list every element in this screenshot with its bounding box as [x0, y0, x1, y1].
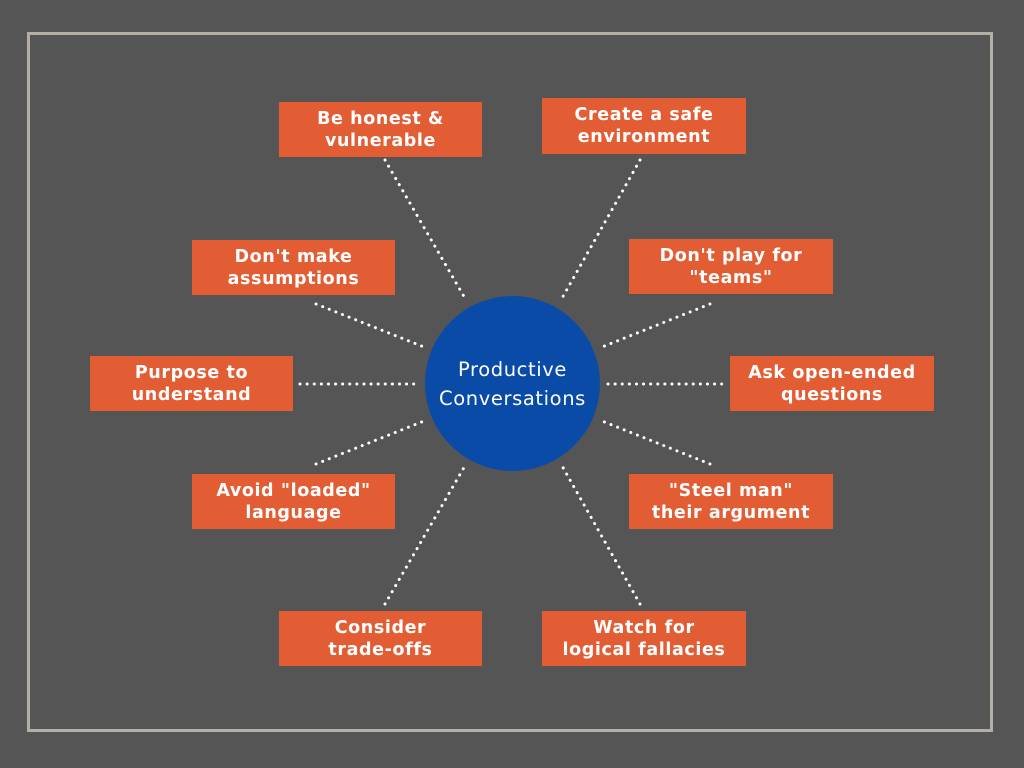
diagram-frame [27, 32, 993, 732]
connector-teams [600, 302, 712, 349]
connector-trade-offs [383, 462, 468, 606]
node-fallacies: Watch for logical fallacies [542, 611, 746, 666]
node-safe-environment: Create a safe environment [542, 98, 746, 154]
connector-loaded-language [314, 419, 426, 466]
connector-assumptions [314, 302, 426, 349]
connector-fallacies [559, 462, 642, 606]
node-loaded-language: Avoid "loaded" language [192, 474, 395, 529]
node-open-ended: Ask open-ended questions [730, 356, 934, 411]
connector-be-honest [383, 158, 468, 302]
center-hub: Productive Conversations [425, 296, 600, 471]
connector-safe-environment [559, 158, 642, 302]
node-assumptions: Don't make assumptions [192, 240, 395, 295]
node-teams: Don't play for "teams" [629, 239, 833, 294]
node-be-honest: Be honest & vulnerable [279, 102, 482, 157]
connector-steel-man [600, 419, 712, 466]
node-steel-man: "Steel man" their argument [629, 474, 833, 529]
node-understand: Purpose to understand [90, 356, 293, 411]
node-trade-offs: Consider trade-offs [279, 611, 482, 666]
